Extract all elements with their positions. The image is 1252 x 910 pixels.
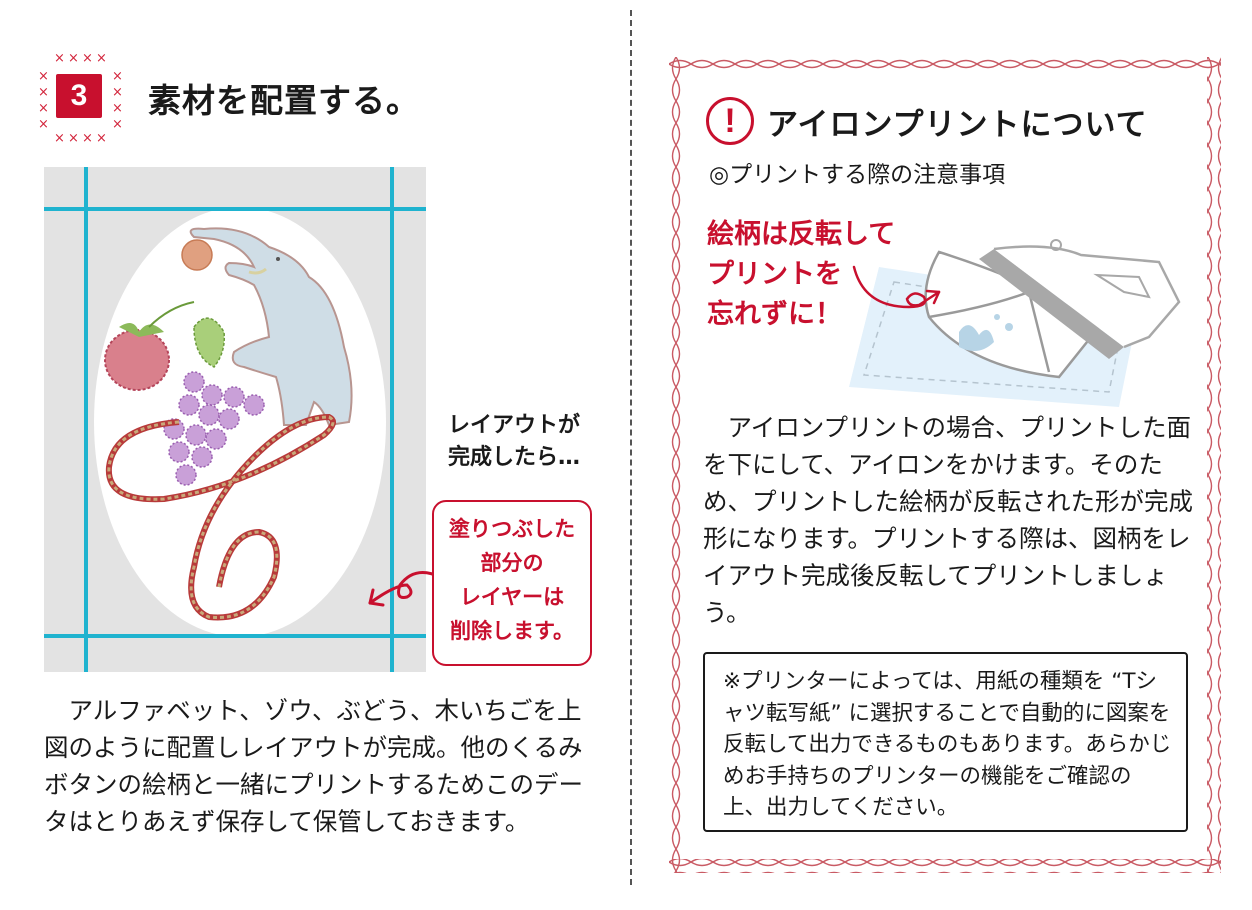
curved-arrow-icon [368,571,442,607]
iron-print-description: アイロンプリントの場合、プリントした面を下にして、アイロンをかけます。そのため、… [703,413,1193,627]
step-badge-cross-stitch: ×××× ×××× ×××× ×××× 3 [38,51,123,146]
step-description: アルファベット、ゾウ、ぶどう、木いちごを上図のように配置しレイアウトが完成。他の… [44,696,583,836]
panel-subtitle: ◎プリントする際の注意事項 [709,162,1006,188]
step-title: 素材を配置する。 [148,81,420,120]
guide-line-right [390,167,394,672]
script-letter-c-icon [105,413,336,621]
ball-icon [181,239,213,271]
elephant-icon [189,227,353,427]
grape-leaf-icon [193,317,226,368]
panel-title: アイロンプリントについて [767,107,1148,143]
raspberry-icon [104,301,195,391]
guide-line-bottom [44,634,426,638]
after-layout-label: レイアウトが完成したら… [447,413,580,470]
layout-canvas [44,167,426,672]
page-divider [630,10,632,885]
step-number-badge: 3 [56,74,102,118]
grapes-icon [163,371,265,486]
iron-print-panel: ! アイロンプリントについて ◎プリントする際の注意事項 絵柄は反転して プリン… [669,57,1221,873]
iron-transfer-illustration [849,239,1181,407]
reverse-print-warning: 絵柄は反転して プリントを 忘れずに！ [707,219,896,330]
guide-line-top [44,207,426,211]
exclamation-circle-icon: ! [706,97,754,145]
embroidery-illustration [104,227,353,621]
guide-line-left [84,167,88,672]
printer-note-box: ※プリンターによっては、用紙の種類を “Tシャツ転写紙” に選択することで自動的… [703,652,1188,832]
chain-stitch-border [669,57,1221,873]
delete-layer-callout: 塗りつぶした 部分の レイヤーは 削除します。 [432,500,592,666]
